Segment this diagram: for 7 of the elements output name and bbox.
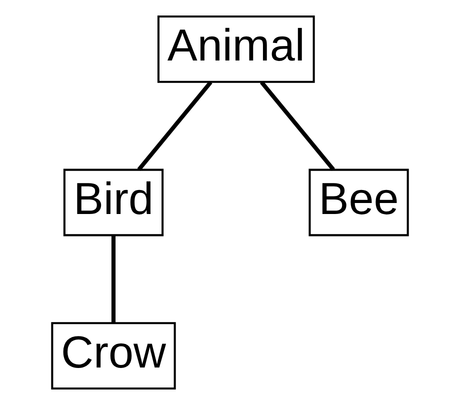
node-box: Bee <box>308 168 409 236</box>
node-box: Bird <box>63 168 164 236</box>
node-box: Crow <box>51 322 176 390</box>
connector <box>111 235 116 323</box>
connector <box>137 80 212 171</box>
node-box: Animal <box>157 15 315 83</box>
connector <box>260 80 335 171</box>
